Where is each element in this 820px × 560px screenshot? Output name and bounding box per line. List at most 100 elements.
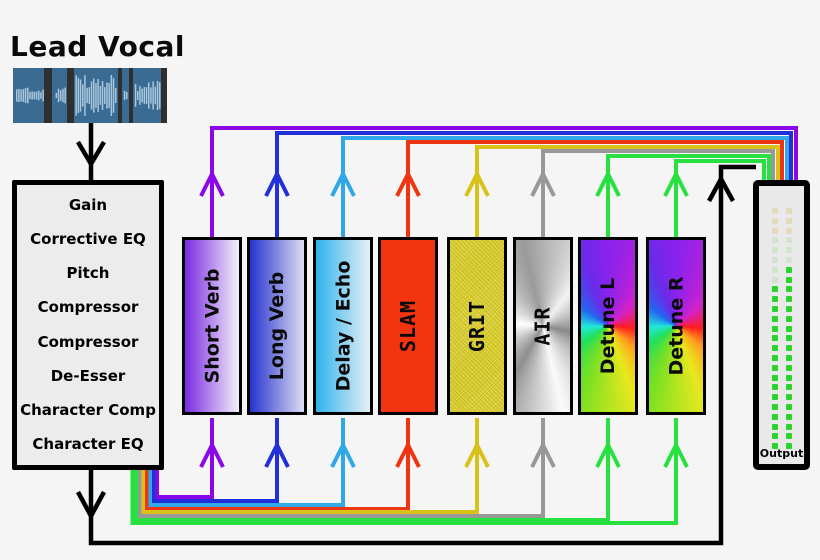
fx-label-slam: SLAM: [395, 299, 420, 353]
up-arrow-icon: [595, 440, 621, 468]
chain-step-character-comp: Character Comp: [20, 401, 156, 420]
up-arrow-icon: [464, 169, 490, 197]
output-meter: Output: [753, 180, 810, 470]
chain-step-character-eq: Character EQ: [32, 435, 144, 454]
fx-to-output-wire-detune-l: [606, 154, 771, 237]
fx-to-output-wire-grit: [475, 145, 780, 237]
up-arrow-icon: [595, 169, 621, 197]
up-arrow-icon: [264, 440, 290, 468]
waveform-bar: [90, 81, 93, 110]
waveform-bar: [57, 88, 60, 103]
waveform-bar: [22, 88, 25, 103]
waveform-bar: [33, 91, 36, 100]
led-segment: [786, 394, 792, 401]
fx-to-output-wire-detune-r: [674, 159, 766, 237]
led-segment: [772, 257, 778, 263]
clip-separator: [67, 68, 74, 123]
led-segment: [786, 374, 792, 381]
waveform-bar: [126, 91, 128, 100]
led-segment: [786, 443, 792, 450]
waveform-bar: [42, 89, 44, 102]
led-segment: [772, 247, 778, 254]
fx-to-output-wire-delay-echo: [341, 136, 789, 237]
fx-to-output-wire-short-verb: [210, 126, 798, 237]
fx-label-detune-l: Detune L: [597, 277, 619, 375]
fx-box-short-verb: Short Verb: [182, 237, 242, 415]
led-segment: [772, 306, 778, 312]
output-label: Output: [759, 447, 804, 460]
led-segment: [772, 384, 778, 391]
waveform-bar: [62, 88, 64, 103]
fx-box-delay-echo: Delay / Echo: [313, 237, 373, 415]
waveform-bar: [88, 87, 91, 104]
fx-label-short-verb: Short Verb: [201, 268, 224, 384]
led-segment: [772, 325, 778, 332]
waveform-bar: [97, 79, 99, 112]
waveform-bar: [86, 87, 88, 104]
down-arrow-icon: [76, 490, 106, 521]
waveform-bar: [55, 92, 58, 99]
chain-step-de-esser: De-Esser: [50, 366, 126, 385]
led-segment: [772, 217, 778, 224]
waveform-bar: [112, 78, 115, 113]
led-segment: [786, 276, 792, 283]
waveform-bar: [18, 88, 20, 103]
waveform-bar: [159, 82, 161, 109]
led-segment: [772, 208, 778, 214]
waveform-bar: [79, 79, 82, 112]
led-segment: [772, 355, 778, 361]
up-arrow-icon: [464, 440, 490, 468]
led-segment: [786, 315, 792, 322]
clip-separator: [129, 68, 133, 123]
fx-to-output-wire-long-verb: [275, 131, 793, 237]
fx-box-grit: GRIT: [447, 237, 507, 415]
up-arrow-icon: [663, 440, 689, 468]
waveform-bar: [143, 87, 146, 104]
led-segment: [772, 315, 778, 322]
led-segment: [786, 286, 792, 293]
waveform-bar: [148, 82, 150, 109]
waveform-bar: [137, 90, 139, 101]
led-segment: [786, 355, 792, 361]
fx-label-delay-echo: Delay / Echo: [332, 260, 355, 392]
waveform-bar: [145, 87, 148, 104]
clip-separator: [44, 68, 52, 123]
led-segment: [772, 374, 778, 381]
up-arrow-icon: [330, 440, 356, 468]
led-segment: [786, 404, 792, 410]
waveform-bar: [35, 91, 38, 100]
fx-box-long-verb: Long Verb: [247, 237, 307, 415]
chain-step-gain: Gain: [68, 195, 108, 214]
led-segment: [772, 404, 778, 410]
led-segment: [772, 433, 778, 440]
led-segment: [786, 364, 792, 371]
waveform-bar: [93, 78, 95, 113]
led-segment: [786, 266, 792, 273]
waveform-bar: [64, 87, 66, 104]
send-wire-grit: [141, 418, 479, 514]
led-segment: [772, 237, 778, 244]
chain-step-pitch: Pitch: [66, 264, 110, 283]
waveform-bar: [95, 83, 97, 108]
led-segment: [772, 266, 778, 273]
page-title: Lead Vocal: [10, 30, 185, 63]
waveform-bar: [82, 84, 84, 107]
down-arrow-icon: [76, 140, 106, 169]
led-segment: [786, 227, 792, 234]
led-segment: [772, 227, 778, 234]
led-segment: [786, 413, 792, 420]
led-segment: [772, 276, 778, 283]
waveform-bar: [77, 77, 80, 114]
led-segment: [772, 423, 778, 430]
waveform-bar: [27, 87, 29, 104]
fx-box-detune-r: Detune R: [646, 237, 706, 415]
fx-box-slam: SLAM: [378, 237, 438, 415]
send-wire-slam: [144, 418, 410, 511]
led-segment: [772, 394, 778, 401]
fx-label-detune-r: Detune R: [665, 276, 687, 376]
led-segment: [786, 433, 792, 440]
waveform-bar: [150, 87, 152, 104]
waveform-bar: [154, 86, 157, 105]
led-segment: [772, 296, 778, 303]
